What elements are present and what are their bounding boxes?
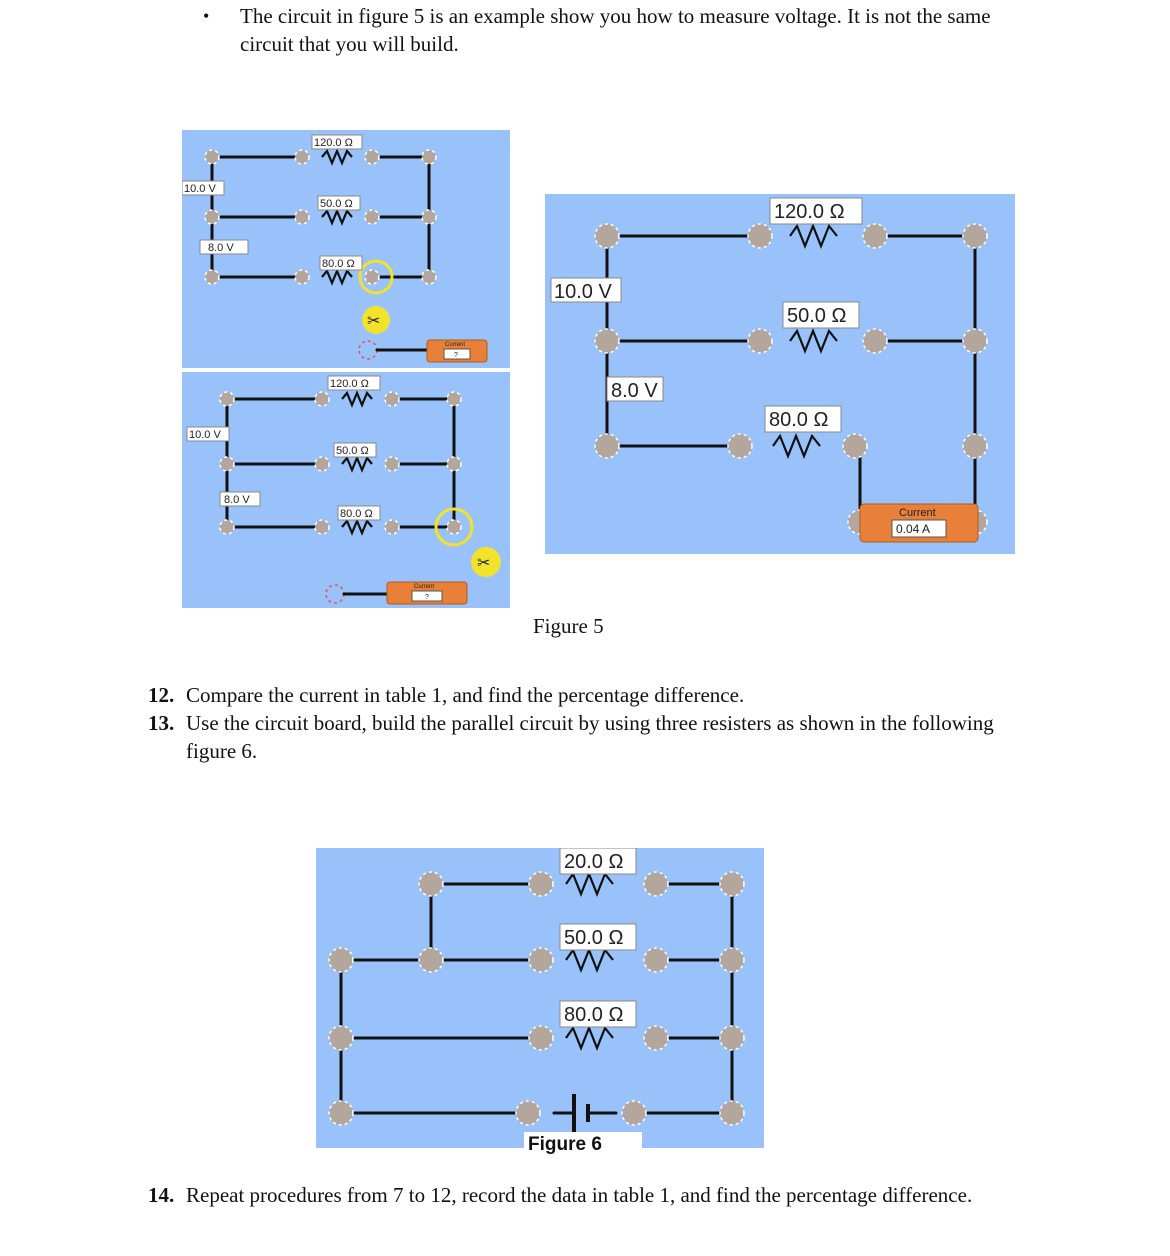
scissors-icon-2 [471,547,501,577]
bullet-marker: • [203,6,210,26]
step-13-number: 13. [148,711,175,735]
large-ammeter-label: Current [899,507,936,519]
small-top-r3-label: 80.0 Ω [322,258,355,270]
large-ammeter-value: 0.04 A [896,522,930,536]
figure-6-caption-box [524,1132,642,1158]
large-r2-label: 50.0 Ω [787,305,846,327]
small-top-ammeter-value: ? [454,352,458,359]
scissors-icon [362,306,390,334]
small-top-r1-label: 120.0 Ω [314,137,353,149]
fig6-r2-label: 50.0 Ω [564,927,623,949]
small-bottom-battery-label: 10.0 V [189,429,221,441]
small-bottom-r1-label: 120.0 Ω [330,378,369,390]
figure-5-small-circuits: 10.0 V 8.0 V 120.0 Ω 50.0 Ω 80.0 Ω ✂ Cur… [182,130,510,608]
figure-5-large-circuit: 10.0 V 8.0 V 120.0 Ω 50.0 Ω 80.0 Ω Curre… [545,194,1015,554]
large-r3-label: 80.0 Ω [769,409,828,431]
svg-text:✂: ✂ [477,555,490,572]
figure-6-caption: Figure 6 [528,1134,602,1155]
large-r1-label: 120.0 Ω [774,201,845,223]
step-13-text-line-2: figure 6. [186,739,258,763]
svg-text:✂: ✂ [367,313,380,330]
small-top-voltmeter-label: 8.0 V [208,242,234,254]
fig6-r3-label: 80.0 Ω [564,1004,623,1026]
small-bottom-voltmeter-label: 8.0 V [224,494,250,506]
figure-6-parallel-circuit: 20.0 Ω 50.0 Ω 80.0 Ω [316,848,764,1148]
small-top-ammeter-label: Current [445,342,465,348]
small-bottom-ammeter-label: Current [414,584,434,590]
step-12-number: 12. [148,683,175,707]
step-14-text: Repeat procedures from 7 to 12, record t… [186,1183,973,1207]
large-battery-label: 10.0 V [554,281,612,303]
small-top-r2-label: 50.0 Ω [320,198,353,210]
step-14-number: 14. [148,1183,175,1207]
small-bottom-r3-label: 80.0 Ω [340,508,373,520]
fig6-r1-label: 20.0 Ω [564,851,623,873]
small-circuit-top: 10.0 V 8.0 V 120.0 Ω 50.0 Ω 80.0 Ω ✂ Cur… [182,134,488,363]
small-bottom-ammeter-value: ? [425,594,429,601]
small-circuit-bottom: 10.0 V 8.0 V 120.0 Ω 50.0 Ω 80.0 Ω ✂ Cur… [186,375,501,605]
intro-line-1: The circuit in figure 5 is an example sh… [240,4,991,28]
small-bottom-r2-label: 50.0 Ω [336,445,369,457]
large-voltmeter-label: 8.0 V [611,380,658,402]
intro-line-2: circuit that you will build. [240,32,459,56]
step-13-text-line-1: Use the circuit board, build the paralle… [186,711,994,735]
step-12-text: Compare the current in table 1, and find… [186,683,745,707]
figure-5-caption: Figure 5 [533,614,604,638]
small-top-battery-label: 10.0 V [184,183,216,195]
circuit-board-bottom [182,372,510,608]
